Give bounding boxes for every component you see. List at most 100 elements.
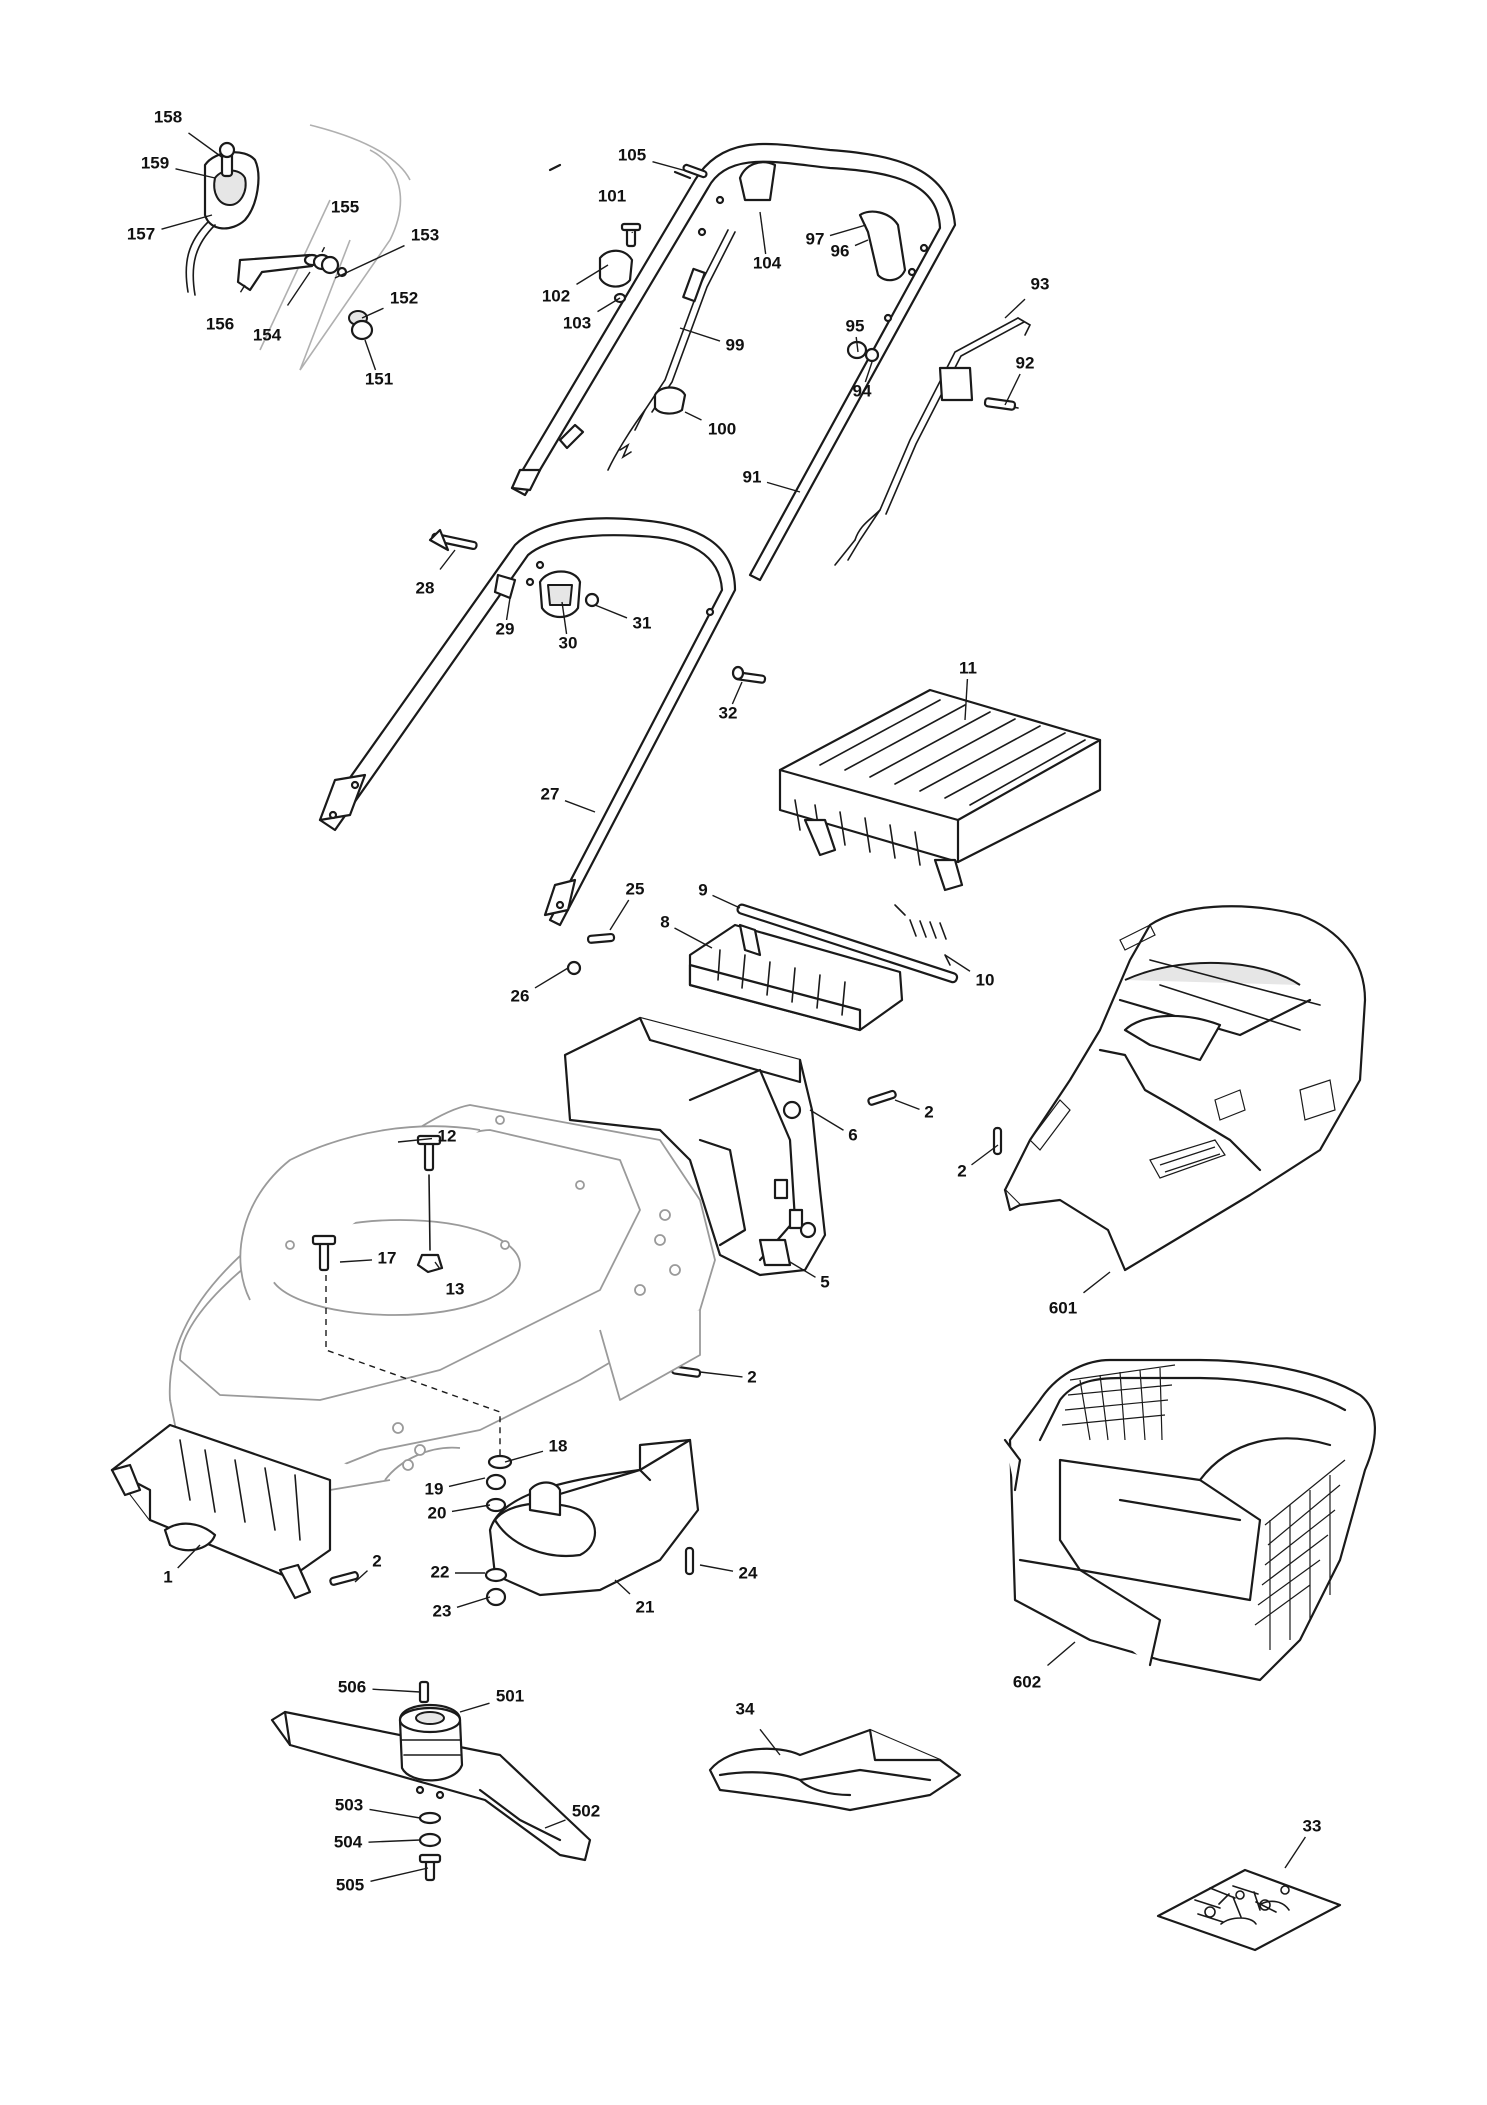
leader-line-c501 xyxy=(459,1702,490,1713)
leader-line-c6 xyxy=(809,1109,844,1131)
leader-line-c152 xyxy=(361,307,384,319)
leader-line-c11 xyxy=(964,678,969,721)
leader-line-c105 xyxy=(652,160,691,173)
leader-line-c104 xyxy=(759,211,767,255)
front-guard xyxy=(110,1423,332,1600)
part-callout-c27: 27 xyxy=(541,784,560,803)
leader-line-c96 xyxy=(854,239,869,247)
leader-line-c26 xyxy=(534,967,569,989)
part-callout-c91: 91 xyxy=(743,467,762,486)
part-callout-c9: 9 xyxy=(698,880,707,899)
leader-line-c502 xyxy=(544,1819,566,1829)
leader-line-c2b xyxy=(971,1144,999,1166)
leader-line-c2d xyxy=(354,1570,368,1583)
leader-line-c91 xyxy=(766,481,801,493)
part-callout-c504: 504 xyxy=(334,1832,363,1851)
leader-line-c506 xyxy=(372,1688,421,1693)
screws xyxy=(329,1089,1003,1586)
part-callout-c602: 602 xyxy=(1013,1672,1041,1691)
leader-line-c28 xyxy=(439,549,456,570)
leader-line-c158 xyxy=(188,132,224,159)
part-callout-c155: 155 xyxy=(331,197,359,216)
leader-line-c25 xyxy=(609,899,630,931)
part-callout-c102: 102 xyxy=(542,286,570,305)
fixings-bag xyxy=(1156,1868,1342,1952)
leader-line-c503 xyxy=(369,1808,421,1819)
flap-hinge xyxy=(688,903,959,1032)
leader-line-c18 xyxy=(504,1450,544,1463)
rear-cover xyxy=(1003,905,1367,1272)
leader-line-c2a xyxy=(894,1099,920,1111)
leader-line-c93 xyxy=(1004,298,1026,319)
leader-line-c154 xyxy=(286,271,311,306)
leader-line-c34 xyxy=(759,1728,781,1756)
part-callout-c1: 1 xyxy=(163,1567,172,1586)
leader-line-c10 xyxy=(944,954,971,972)
leader-line-c29 xyxy=(505,597,511,621)
leader-line-c103 xyxy=(597,297,621,313)
lower-handle-fixings xyxy=(428,528,767,976)
leader-line-c30 xyxy=(561,601,568,635)
leader-line-c8 xyxy=(674,927,713,949)
part-callout-c10: 10 xyxy=(976,970,995,989)
part-callout-c96: 96 xyxy=(831,241,850,260)
part-callout-c92: 92 xyxy=(1016,353,1035,372)
callout-labels: 1581591571561551531541521511051011049796… xyxy=(127,107,1322,1894)
part-callout-c29: 29 xyxy=(496,619,515,638)
part-callout-c152: 152 xyxy=(390,288,418,307)
part-callout-c32: 32 xyxy=(719,703,738,722)
part-callout-c97: 97 xyxy=(806,229,825,248)
part-callout-c8: 8 xyxy=(660,912,669,931)
throttle-control-assembly xyxy=(185,124,411,371)
part-callout-c2d: 2 xyxy=(372,1551,381,1570)
leader-line-c156 xyxy=(239,284,246,293)
upper-handle-fixings xyxy=(598,163,880,415)
leader-line-c1 xyxy=(177,1544,201,1569)
part-callout-c103: 103 xyxy=(563,313,591,332)
part-callout-c501: 501 xyxy=(496,1686,524,1705)
part-callout-c18: 18 xyxy=(549,1436,568,1455)
part-callout-c22: 22 xyxy=(431,1562,450,1581)
leader-line-c23 xyxy=(456,1596,491,1608)
leader-line-c27 xyxy=(564,800,596,813)
leader-line-c17 xyxy=(339,1259,373,1263)
leader-line-c153 xyxy=(334,244,405,279)
leader-line-c5 xyxy=(789,1261,816,1278)
leader-line-c94 xyxy=(864,361,873,383)
part-callout-c28: 28 xyxy=(416,578,435,597)
part-callout-c93: 93 xyxy=(1031,274,1050,293)
part-callout-c5: 5 xyxy=(820,1272,829,1291)
part-callout-c25: 25 xyxy=(626,879,645,898)
upper-handle xyxy=(510,142,957,582)
part-callout-c24: 24 xyxy=(739,1563,758,1582)
grass-box xyxy=(1003,1358,1376,1682)
leader-line-c155 xyxy=(321,246,326,253)
part-callout-c11: 11 xyxy=(959,658,977,677)
part-callout-c100: 100 xyxy=(708,419,736,438)
leader-line-c92 xyxy=(1004,373,1021,406)
part-callout-c31: 31 xyxy=(633,613,652,632)
leader-line-c12 xyxy=(397,1137,433,1143)
leader-line-c19 xyxy=(448,1477,486,1488)
part-callout-c94: 94 xyxy=(853,381,872,400)
part-callout-c2b: 2 xyxy=(957,1161,966,1180)
blade-assembly xyxy=(270,1680,592,1882)
part-callout-c30: 30 xyxy=(559,633,578,652)
leader-line-c32 xyxy=(731,681,743,705)
rear-flap xyxy=(778,688,1102,892)
part-callout-c158: 158 xyxy=(154,107,182,126)
callout-leaders xyxy=(161,132,1306,1882)
leader-line-c601 xyxy=(1083,1271,1111,1294)
part-callout-c6: 6 xyxy=(848,1125,857,1144)
leader-line-c157 xyxy=(161,214,213,230)
part-callout-c159: 159 xyxy=(141,153,169,172)
part-callout-c506: 506 xyxy=(338,1677,366,1696)
part-callout-c33: 33 xyxy=(1303,1816,1322,1835)
leader-line-c21 xyxy=(614,1579,631,1595)
leader-line-c159 xyxy=(175,168,216,179)
leader-line-c24 xyxy=(699,1564,734,1572)
part-callout-c153: 153 xyxy=(411,225,439,244)
part-callout-c503: 503 xyxy=(335,1795,363,1814)
leader-line-c504 xyxy=(368,1839,421,1843)
leader-line-c9 xyxy=(712,894,741,909)
